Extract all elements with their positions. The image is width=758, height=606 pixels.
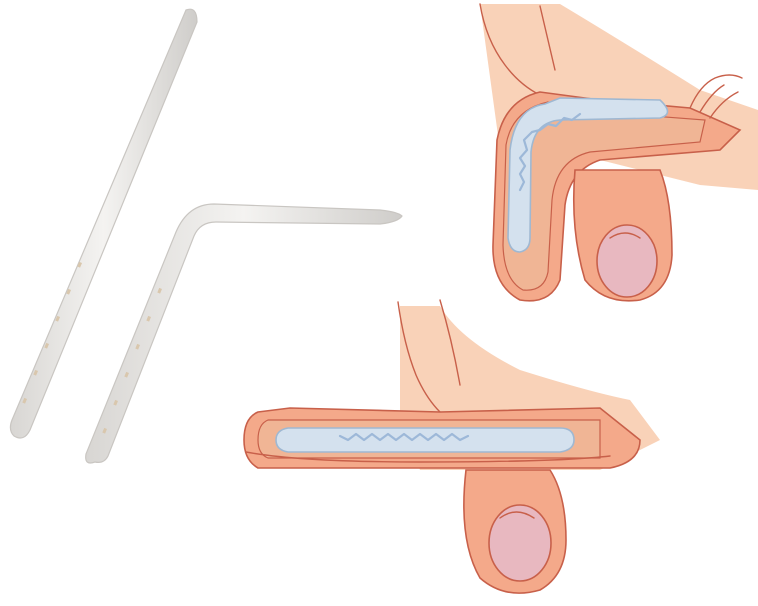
testis-upper (597, 225, 657, 297)
implant-erect[interactable] (276, 428, 574, 452)
straight-rod-implant (10, 9, 197, 438)
testis-lower (489, 505, 551, 581)
anatomy-flaccid-position (480, 4, 758, 301)
anatomy-erect-position (244, 300, 660, 593)
